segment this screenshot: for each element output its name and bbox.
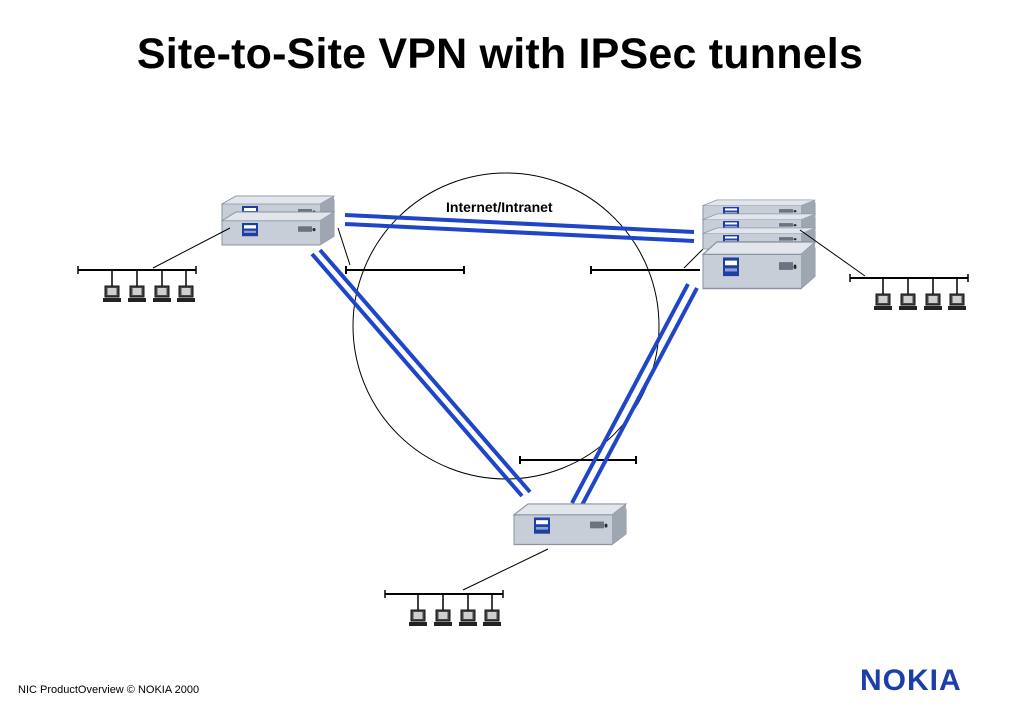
computer-icon: [102, 285, 122, 303]
lan-left: [77, 227, 231, 286]
lan-left-computers: [102, 285, 196, 303]
computer-icon: [898, 293, 918, 311]
footer-text: NIC ProductOverview © NOKIA 2000: [18, 684, 200, 696]
slide-title: Site-to-Site VPN with IPSec tunnels: [136, 30, 864, 78]
router-bottom: [513, 503, 627, 546]
tunnel-right: [570, 283, 699, 508]
router-left: [221, 195, 351, 266]
tunnel-top: [344, 213, 695, 243]
tunnel-left: [310, 248, 532, 498]
computer-icon: [923, 293, 943, 311]
router-right: [683, 199, 816, 290]
lan-bottom: [384, 548, 549, 610]
computer-icon: [873, 293, 893, 311]
cloud-edge-segments: [345, 266, 700, 464]
cloud-label: Internet/Intranet: [446, 199, 553, 215]
computer-icon: [176, 285, 196, 303]
computer-icon: [408, 609, 428, 627]
nokia-logo: NOKIA: [860, 664, 962, 697]
computer-icon: [947, 293, 967, 311]
lan-bottom-computers: [408, 609, 502, 627]
computer-icon: [482, 609, 502, 627]
ipsec-tunnels: [310, 213, 699, 508]
lan-right-computers: [873, 293, 967, 311]
computer-icon: [458, 609, 478, 627]
lan-right: [799, 229, 969, 294]
computer-icon: [433, 609, 453, 627]
computer-icon: [127, 285, 147, 303]
computer-icon: [152, 285, 172, 303]
